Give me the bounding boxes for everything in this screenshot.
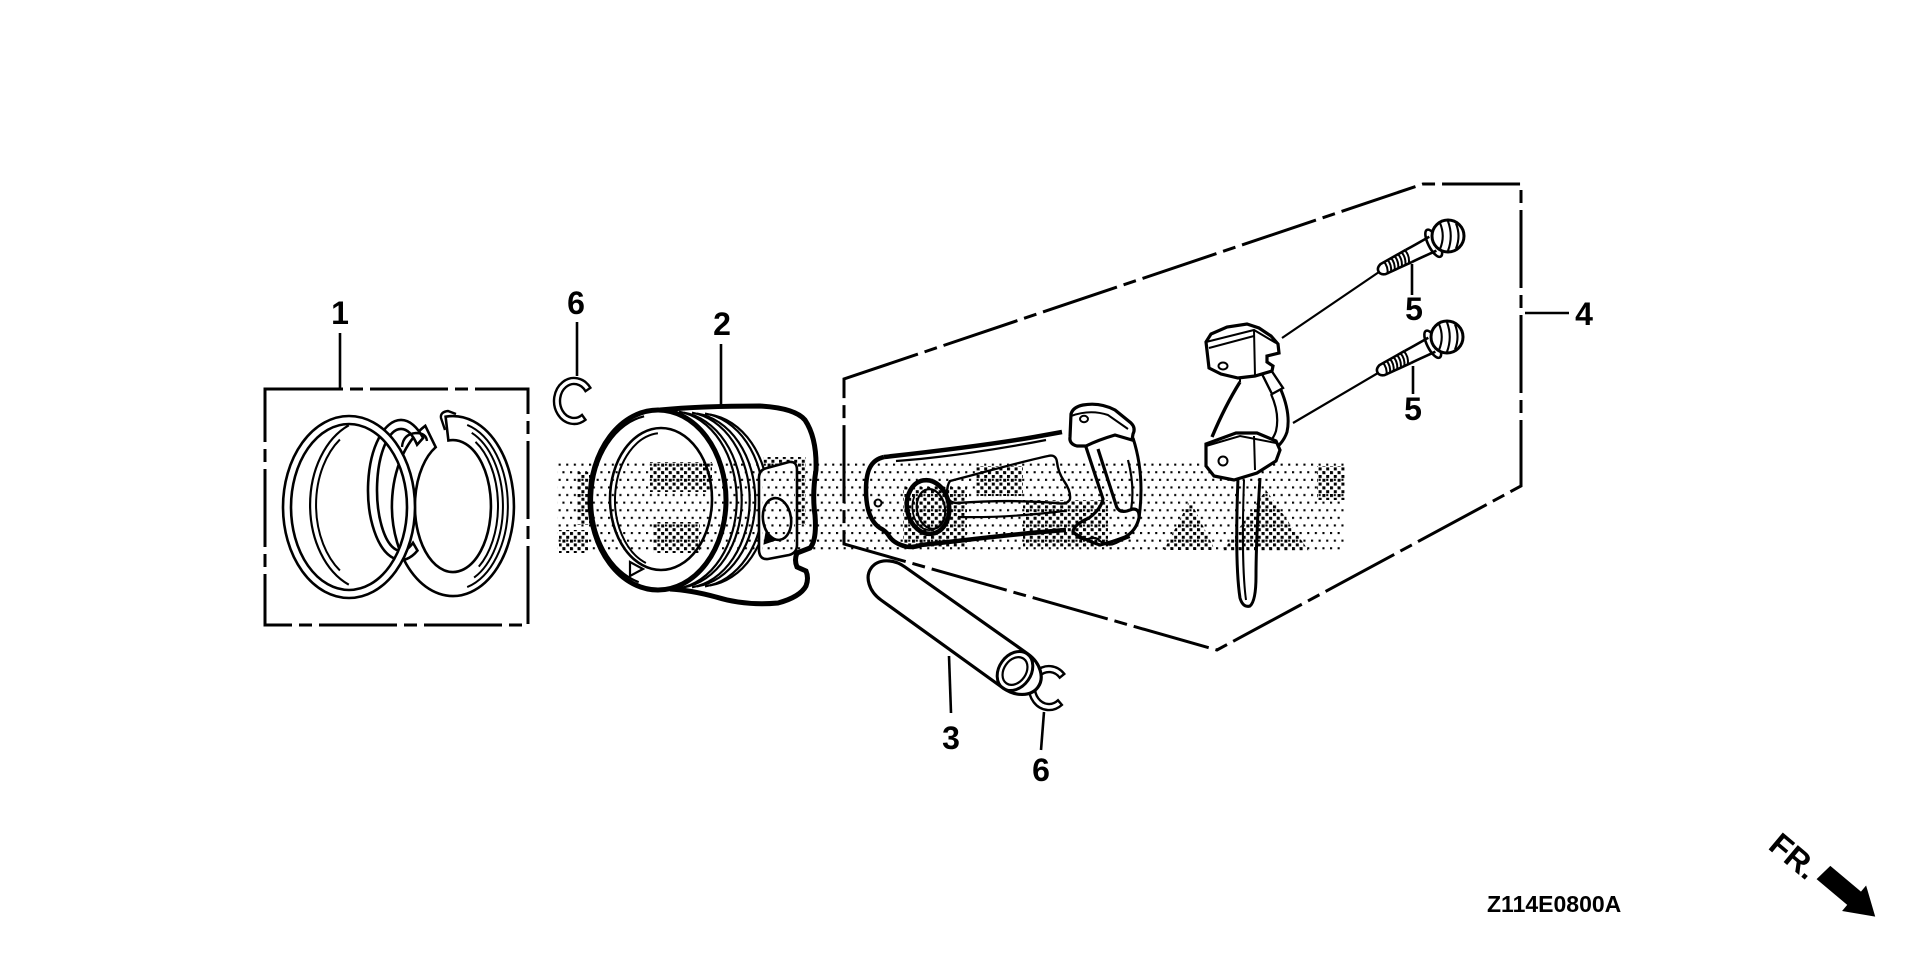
svg-text:5: 5 — [1404, 391, 1422, 427]
svg-text:6: 6 — [567, 285, 585, 321]
svg-text:5: 5 — [1405, 291, 1423, 327]
svg-text:1: 1 — [331, 295, 349, 331]
svg-text:3: 3 — [942, 720, 960, 756]
svg-text:Z114E0800A: Z114E0800A — [1487, 891, 1621, 917]
svg-text:4: 4 — [1575, 296, 1593, 332]
svg-text:2: 2 — [713, 306, 731, 342]
svg-text:6: 6 — [1032, 752, 1050, 788]
